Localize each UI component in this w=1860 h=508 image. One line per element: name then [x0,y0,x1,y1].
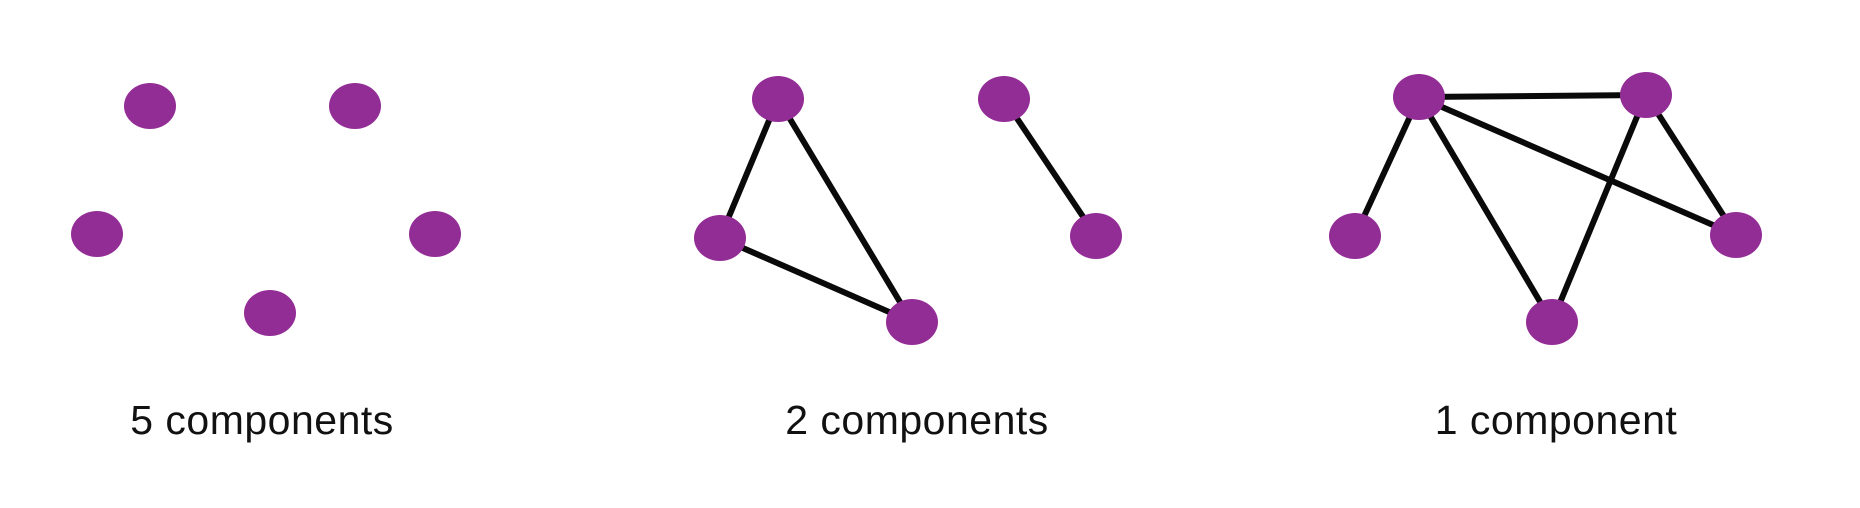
graph-node [752,76,804,122]
graph-node [244,290,296,336]
graph-node [329,83,381,129]
graph-edge [1643,92,1739,238]
graph-node [409,211,461,257]
panel-label-1-component: 1 component [1434,397,1678,443]
graph-node [71,211,123,257]
graph-node [1070,213,1122,259]
graph-edge [717,235,915,325]
panel-label-5-components: 5 components [130,397,394,443]
graph-node [694,215,746,261]
graph-node [1710,212,1762,258]
graph-node [124,83,176,129]
graph-edge [1549,92,1649,325]
graph-node [886,299,938,345]
graph-edge [1001,96,1099,239]
graph-node [1329,213,1381,259]
graph-edge [1352,94,1422,239]
graph-2-components [694,76,1122,345]
graph-edge [775,96,915,325]
graph-5-components [71,83,461,336]
graph-1-component [1329,72,1762,345]
graph-node [1393,74,1445,120]
graph-node [978,76,1030,122]
graph-node [1620,72,1672,118]
graph-node [1526,299,1578,345]
panel-label-2-components: 2 components [785,397,1049,443]
graph-edge [1416,94,1555,325]
graph-edge [1416,92,1649,100]
graph-edge [1416,94,1739,238]
graph-edge [717,96,781,241]
